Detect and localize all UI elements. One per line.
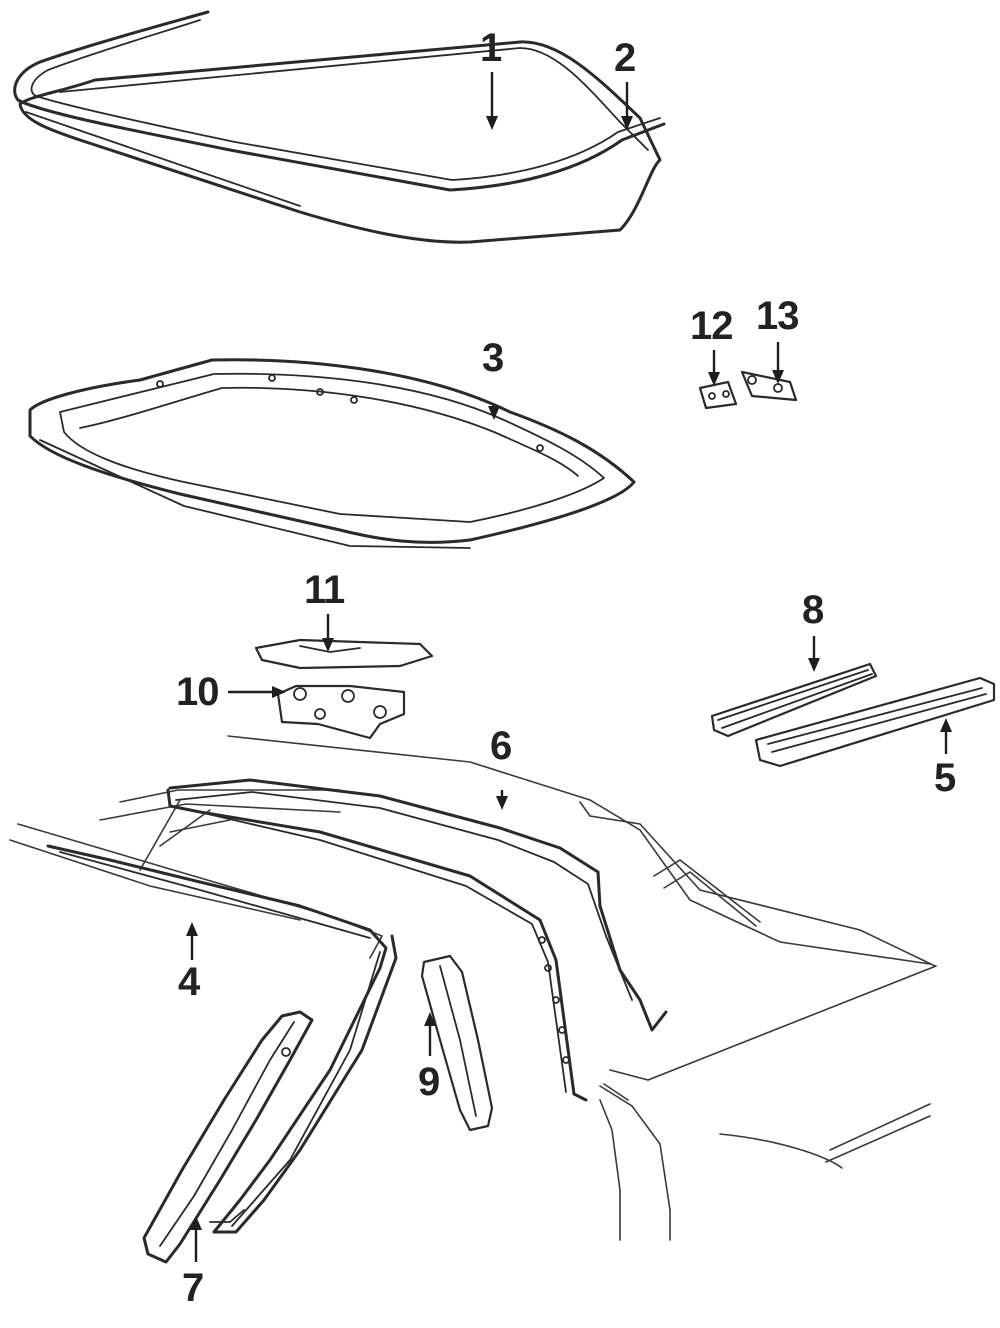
vehicle-body-outline — [9, 735, 937, 1241]
callout-7: 7 — [182, 1266, 204, 1310]
part-12-clip — [698, 380, 738, 410]
callout-3: 3 — [482, 336, 504, 380]
part-9-weatherstrip — [420, 954, 494, 1132]
part-8-side-rail — [710, 662, 878, 738]
callout-13: 13 — [756, 294, 799, 338]
callout-12: 12 — [690, 304, 733, 348]
part-4-header-moulding — [46, 844, 398, 1234]
part-2-weatherstrip — [13, 10, 666, 192]
part-5-side-rail — [754, 676, 996, 768]
callout-2: 2 — [614, 36, 636, 80]
part-1-glass-panel — [18, 40, 662, 244]
callout-11: 11 — [304, 568, 345, 612]
part-11-bracket-plate — [254, 638, 434, 670]
callout-leaders — [186, 72, 952, 1262]
part-7-pillar-moulding — [142, 1010, 314, 1264]
part-10-latch-housing — [276, 684, 406, 740]
part-13-clip — [740, 370, 798, 402]
callout-10: 10 — [176, 670, 219, 714]
callout-1: 1 — [480, 26, 502, 70]
callout-8: 8 — [802, 588, 824, 632]
callout-6: 6 — [490, 724, 512, 768]
callout-9: 9 — [418, 1060, 440, 1104]
part-6-roof-rail — [166, 778, 668, 1102]
callout-5: 5 — [934, 756, 956, 800]
callout-4: 4 — [178, 960, 200, 1004]
part-3-frame — [28, 358, 636, 549]
